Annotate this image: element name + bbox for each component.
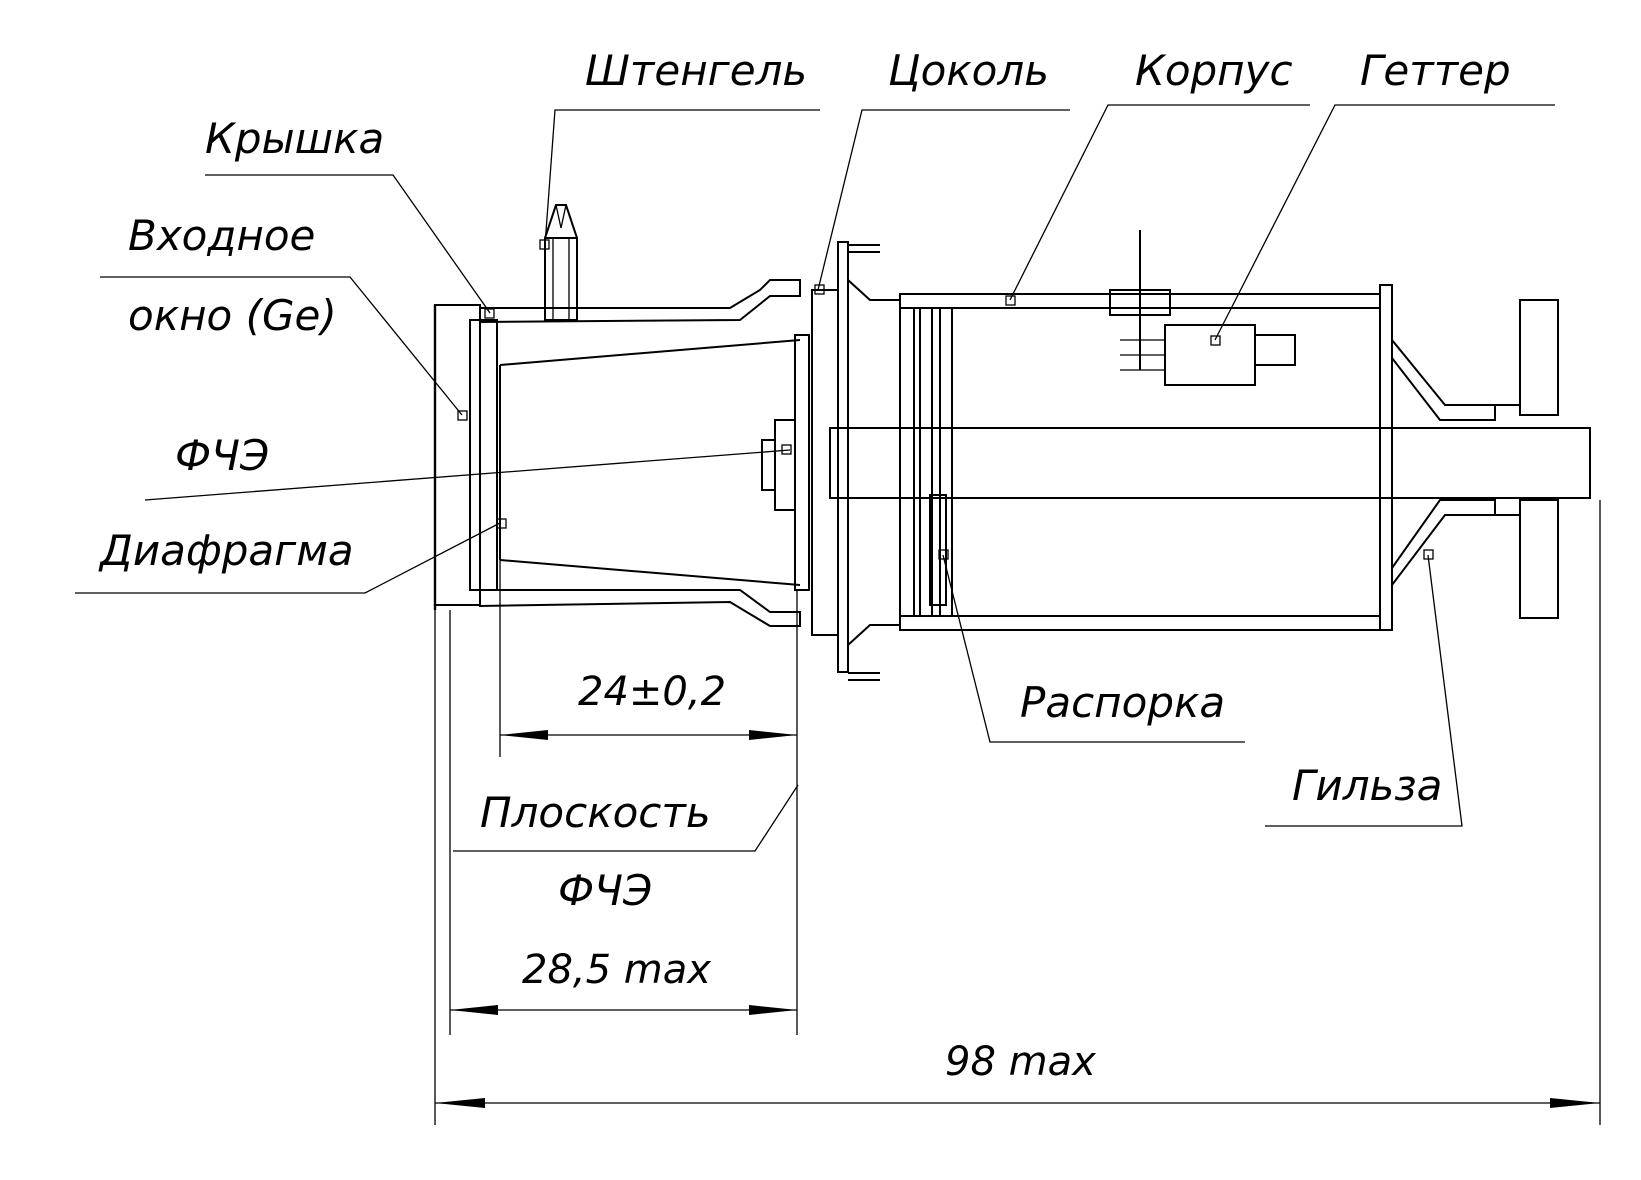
end-flange-top [1519,299,1559,416]
label-vkhodnoe-1: Входное [128,211,315,260]
lower-tube-wall [479,589,801,627]
base-flange [811,289,839,636]
dimension-98: 98 max [945,1039,1096,1085]
sleeve-upper [1391,337,1496,421]
dimension-lines [434,500,1601,1125]
sensor-plate [794,334,810,591]
label-kryshka: Крышка [205,114,384,163]
label-gilza: Гильза [1292,761,1442,810]
window-cap [434,304,481,606]
label-korpus: Корпус [1135,46,1293,95]
dimension-28-5: 28,5 max [522,947,711,993]
label-tsokol: Цоколь [888,46,1049,95]
housing-outline [433,204,1591,681]
window-ring [469,319,498,591]
exhaust-tube [544,204,578,321]
label-shtengel: Штенгель [585,46,807,95]
housing-bottom [899,615,1381,631]
dimension-24: 24±0,2 [578,669,726,715]
label-vkhodnoe-2: окно (Ge) [128,291,337,340]
getter-assembly [1109,230,1296,386]
sensor-element [774,419,796,511]
label-getter: Геттер [1360,46,1511,95]
central-shaft [829,427,1591,499]
end-flange-bottom [1519,499,1559,619]
cone-top [499,339,801,366]
label-rasporka: Распорка [1020,678,1225,727]
label-ploskost-2: ФЧЭ [558,866,652,915]
leader-lines [75,104,1555,852]
sleeve-lower [1391,499,1496,588]
label-diafragma: Диафрагма [98,526,354,575]
cone-bottom [499,559,801,586]
label-ploskost-1: Плоскость [480,788,711,837]
label-fchz: ФЧЭ [175,431,269,480]
upper-tube-wall [479,279,801,324]
